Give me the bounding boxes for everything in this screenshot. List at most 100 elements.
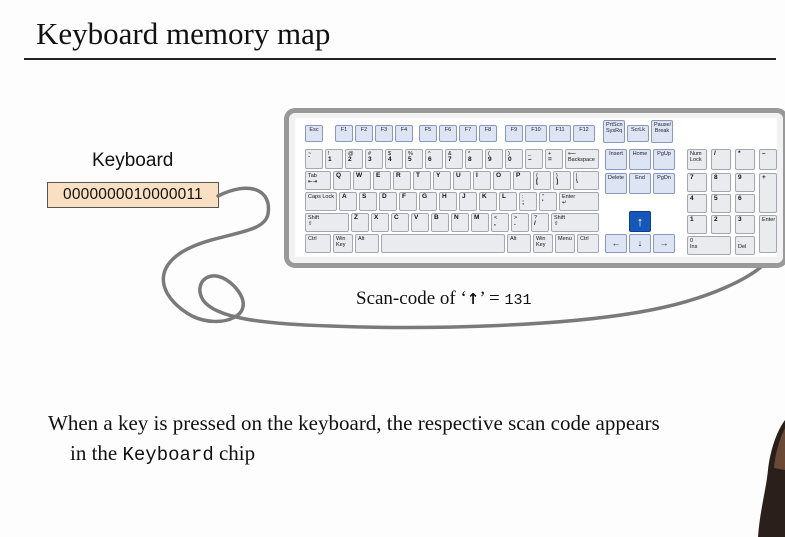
key-period-top: > [514,215,518,221]
key-lalt-label: Alt [358,236,365,242]
key-kv: V [411,213,429,232]
key-f9-label: F9 [510,127,518,133]
key-np-mul: * [735,149,755,170]
key-np7: 7 [687,173,707,192]
key-menu: Menu [555,234,575,253]
key-tilde: ~` [305,149,323,169]
key-ralt: Alt [507,234,531,253]
key-rshift-top: Shift [554,215,566,221]
key-kh-label: H [442,193,447,200]
key-lwin-label: Key [336,242,346,248]
key-ko-label: O [496,172,502,179]
scan-prefix: Scan-code of ‘ [356,288,467,309]
key-km-label: M [474,214,480,221]
line2-prefix: in the [70,441,123,465]
key-k2-label: 2 [348,156,352,163]
key-prtscn-label: SysRq [606,128,623,134]
key-scrlk: ScrLk [627,125,649,142]
key-np5-label: 5 [714,195,718,202]
key-lwin-top: Win [336,236,346,242]
key-backspace-label: Backspace [568,157,595,163]
key-ke-label: E [376,172,381,179]
key-kg: G [419,192,437,211]
key-f12: F12 [573,125,595,142]
key-lctrl-label: Ctrl [308,236,317,242]
key-np-add-label: + [762,174,766,181]
key-plus-top: + [548,151,552,157]
key-tab: Tab⇤⇥ [305,171,331,190]
key-np5: 5 [711,194,731,213]
key-pause-top: Pause/ [654,122,672,128]
key-f2: F2 [355,125,373,142]
key-k4: $4 [385,149,403,169]
key-kv-label: V [414,214,419,221]
key-pause: Pause/Break [651,120,673,143]
key-kq-label: Q [336,172,342,179]
key-np7-label: 7 [690,174,694,181]
key-delete: Delete [605,173,627,194]
key-f9: F9 [505,125,523,142]
key-k8-top: * [468,151,471,157]
key-plus-label: = [548,156,552,163]
key-menu-label: Menu [558,236,572,242]
key-f7-label: F7 [464,127,472,133]
key-k7-label: 7 [448,156,452,163]
explanation-text: When a key is pressed on the keyboard, t… [48,408,778,470]
key-np3: 3 [735,215,755,234]
key-kl: L [499,192,517,211]
key-quote: "' [539,192,557,211]
key-kw-label: W [356,172,363,179]
key-kf-label: F [402,193,406,200]
key-slash: ?/ [531,213,549,232]
key-scrlk-label: ScrLk [630,127,646,133]
keyboard-code-word: Keyboard [122,444,214,466]
key-insert: Insert [605,149,627,170]
key-lshift: Shift⇧ [305,213,349,232]
key-arrow-left: ← [605,234,627,253]
key-k5: %5 [405,149,423,169]
key-quote-label: ' [542,199,544,206]
key-k8-label: 8 [468,156,472,163]
key-arrow-up-label: ↑ [636,214,644,229]
keyboard-chip-label: Keyboard [92,150,174,171]
key-lshift-top: Shift [308,215,320,221]
key-f6-label: F6 [444,127,452,133]
key-f4: F4 [395,125,413,142]
key-f11: F11 [549,125,571,142]
key-kd-label: D [382,193,387,200]
key-np-div: / [711,149,731,170]
key-f8: F8 [479,125,497,142]
key-k4-top: $ [388,151,392,157]
keyboard-register: 0000000010000011 [47,182,219,208]
key-k1: !1 [325,149,343,169]
key-arrow-right: → [653,234,675,253]
key-esc-label: Esc [309,127,319,133]
key-enter: Enter↵ [559,192,599,211]
key-kw: W [353,171,371,190]
key-plus: += [545,149,563,169]
key-kc-label: C [394,214,399,221]
key-semi: :; [519,192,537,211]
key-tab-top: Tab [308,173,317,179]
key-kb-label: B [434,214,439,221]
key-k1-label: 1 [328,156,332,163]
key-end: End [629,173,651,194]
key-k6-top: ^ [428,151,431,157]
key-np1-label: 1 [690,216,694,223]
key-comma-top: < [494,215,498,221]
key-enter-label: ↵ [562,200,567,206]
key-home-label: Home [632,151,648,157]
key-np6: 6 [735,194,755,213]
key-quote-top: " [542,194,544,200]
key-minus-label: – [528,156,532,163]
key-arrow-right-label: → [659,238,669,248]
key-kj-label: J [462,193,466,200]
key-f1-label: F1 [340,127,348,133]
key-comma-label: , [494,220,496,227]
key-kq: Q [333,171,351,190]
key-minus-top: _ [528,151,532,157]
